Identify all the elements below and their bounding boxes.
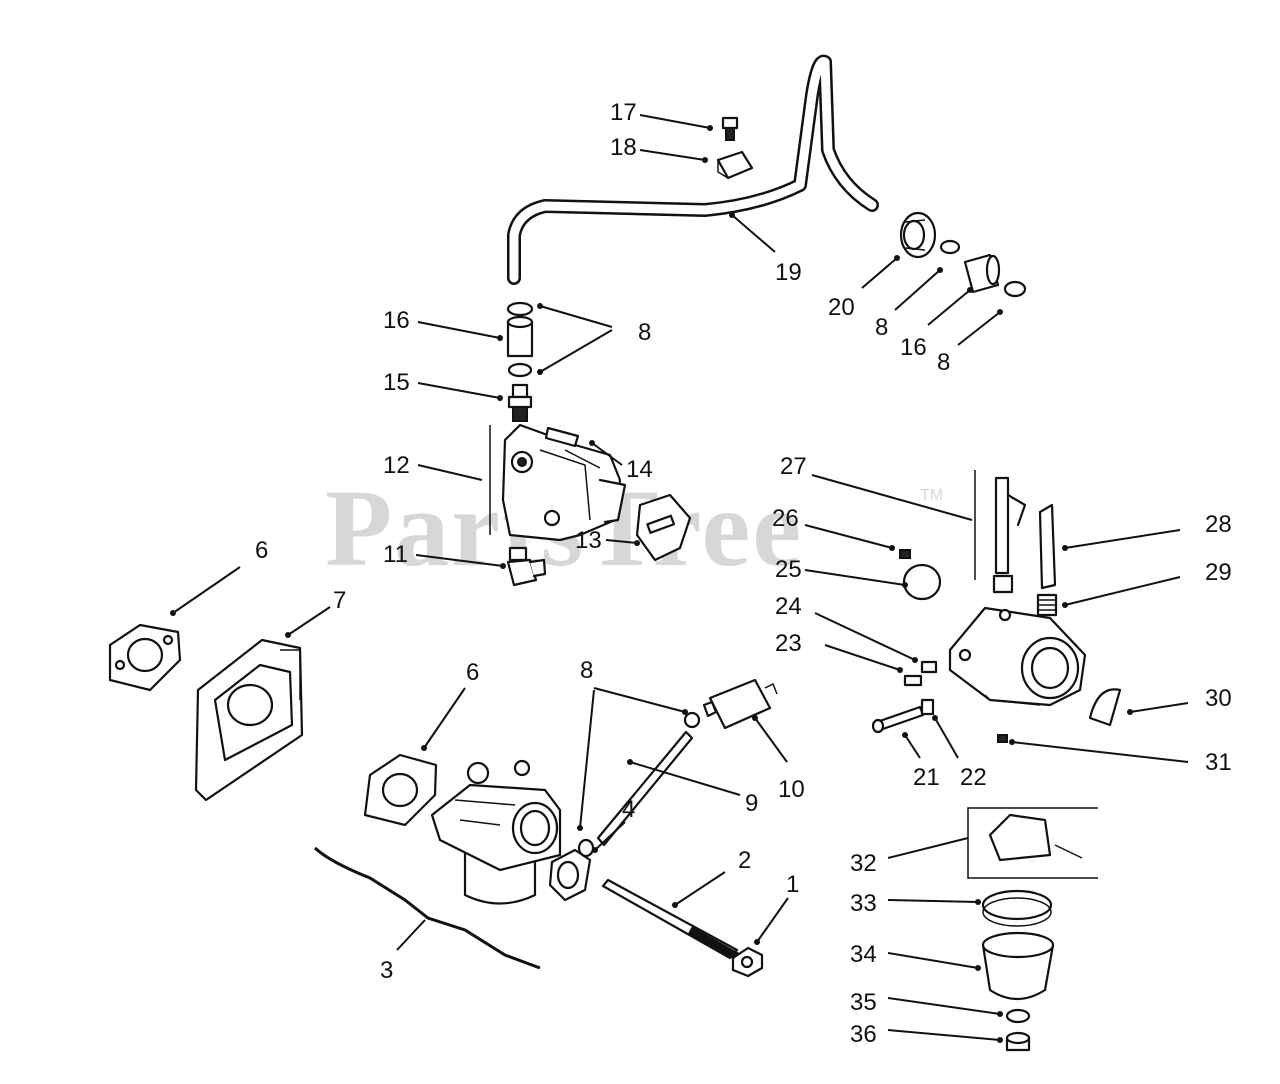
part-spring-22 — [920, 698, 935, 716]
callout-14: 14 — [626, 456, 653, 483]
callout-6-center: 6 — [466, 659, 479, 686]
bracket-3 — [313, 846, 541, 970]
callout-2: 2 — [738, 847, 751, 874]
part-clamp-right-1 — [939, 239, 961, 255]
part-grommet-20 — [899, 211, 937, 259]
callout-8-hose: 8 — [580, 657, 593, 684]
callout-8-pump: 8 — [638, 319, 651, 346]
callout-16-right: 16 — [900, 334, 927, 361]
callout-11: 11 — [383, 541, 408, 568]
part-gasket-6-center — [363, 753, 438, 827]
part-elbow-11 — [506, 546, 547, 587]
callout-12: 12 — [383, 452, 410, 479]
part-screw-26 — [899, 549, 911, 559]
callout-21: 21 — [913, 764, 940, 791]
callout-8-right-b: 8 — [937, 349, 950, 376]
part-throttle-shaft-28 — [1038, 503, 1057, 590]
callout-3: 3 — [380, 957, 393, 984]
part-throttle-plate-30 — [1088, 688, 1122, 727]
callout-24: 24 — [775, 593, 802, 620]
callout-7: 7 — [333, 587, 346, 614]
leader-lines — [170, 114, 1189, 1043]
callout-10: 10 — [778, 776, 805, 803]
callout-20: 20 — [828, 294, 855, 321]
watermark-trademark: TM — [920, 487, 943, 504]
callout-16-left: 16 — [383, 307, 410, 334]
callout-30: 30 — [1205, 685, 1232, 712]
part-gasket-6-left — [108, 623, 182, 692]
part-clamp-right-2 — [1003, 280, 1027, 298]
part-needle-21 — [871, 705, 925, 734]
callout-23: 23 — [775, 630, 802, 657]
callout-19: 19 — [775, 259, 802, 286]
callout-22: 22 — [960, 764, 987, 791]
callout-labels: 1 2 3 4 6 6 7 8 8 8 8 9 10 11 12 13 14 1… — [255, 99, 1232, 1048]
part-clamp-9-right — [683, 711, 701, 729]
callout-4: 4 — [622, 796, 635, 823]
part-screw-2 — [601, 878, 742, 962]
callout-31: 31 — [1205, 749, 1232, 776]
part-spring-29 — [1036, 593, 1058, 617]
part-clamp-9-left — [577, 838, 595, 858]
callout-33: 33 — [850, 890, 877, 917]
callout-9: 9 — [745, 790, 758, 817]
part-clip-18 — [716, 150, 754, 180]
part-gasket-13 — [635, 493, 692, 562]
part-choke-plate-25 — [902, 563, 942, 601]
callout-6-left: 6 — [255, 537, 268, 564]
callout-13: 13 — [575, 527, 602, 554]
part-gasket-ring-33 — [981, 889, 1053, 927]
part-float-box-32 — [967, 807, 1098, 879]
callout-32: 32 — [850, 850, 877, 877]
callout-36: 36 — [850, 1021, 877, 1048]
callout-25: 25 — [775, 556, 802, 583]
callout-15: 15 — [383, 369, 410, 396]
part-float-bowl-34 — [981, 931, 1055, 1001]
part-carburetor-body-right — [948, 470, 1087, 707]
part-screw-17 — [721, 116, 739, 141]
part-fuel-pump-12 — [489, 423, 627, 542]
part-nut-36 — [1005, 1031, 1031, 1052]
part-gasket-4 — [548, 848, 592, 902]
part-fuel-filter-10 — [702, 678, 778, 730]
part-hose-9 — [596, 730, 694, 847]
part-carburetor-body-left — [430, 759, 562, 905]
callout-26: 26 — [772, 505, 799, 532]
part-screw-31 — [997, 734, 1008, 743]
part-screws-14 — [544, 426, 580, 448]
part-washer-35 — [1005, 1008, 1031, 1024]
callout-18: 18 — [610, 134, 637, 161]
part-hose-16 — [506, 315, 534, 358]
callout-17: 17 — [610, 99, 637, 126]
part-screw-23 — [903, 674, 923, 687]
callout-27: 27 — [780, 453, 807, 480]
part-fitting-15 — [507, 383, 533, 422]
callout-29: 29 — [1205, 559, 1232, 586]
callout-35: 35 — [850, 989, 877, 1016]
callout-28: 28 — [1205, 511, 1232, 538]
part-clamp-upper — [506, 301, 534, 317]
part-nut-1 — [731, 946, 764, 978]
part-hose-right — [963, 253, 1001, 294]
part-choke-shaft-27 — [992, 476, 1027, 594]
part-clamp-lower — [507, 362, 533, 378]
part-spacer-7 — [194, 638, 304, 802]
part-spring-24 — [920, 660, 938, 674]
callout-34: 34 — [850, 941, 877, 968]
callout-8-right-a: 8 — [875, 314, 888, 341]
part-fuel-line-tube — [507, 54, 879, 285]
callout-1: 1 — [786, 871, 799, 898]
